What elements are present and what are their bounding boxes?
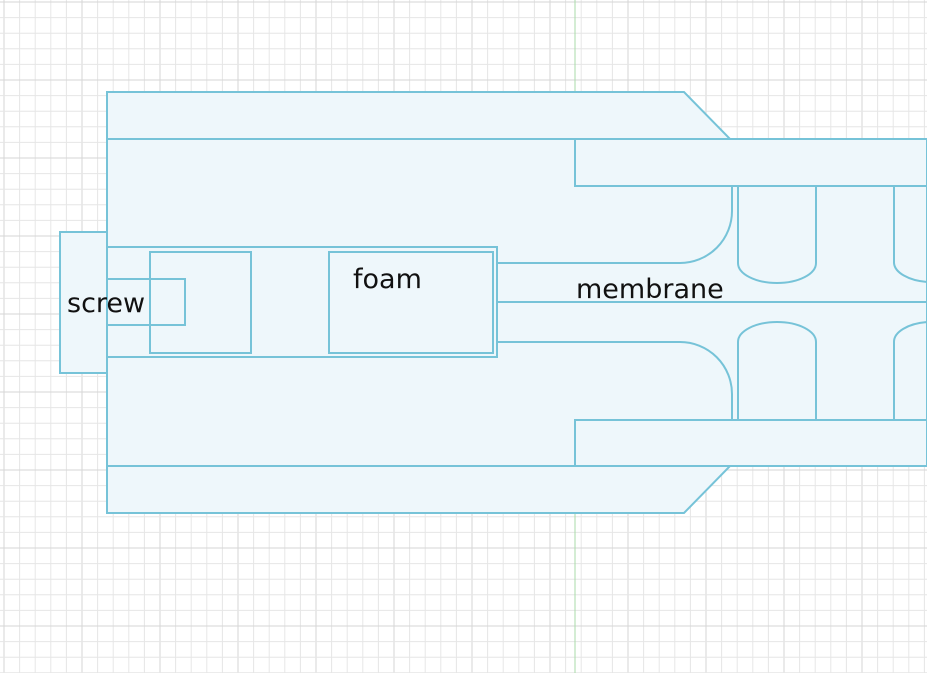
label-foam: foam xyxy=(353,264,422,295)
lower-channel-fillet xyxy=(497,341,733,420)
lower-membrane-lobe-2 xyxy=(892,320,927,421)
label-screw: screw xyxy=(67,288,145,319)
upper-membrane-lobe-2 xyxy=(893,185,927,284)
upper-channel-fillet xyxy=(497,186,733,264)
screw-head xyxy=(59,231,108,374)
upper-membrane-lobe-1 xyxy=(737,185,817,284)
lower-membrane-lobe-1 xyxy=(737,321,817,421)
screw-holder xyxy=(149,251,252,354)
label-membrane: membrane xyxy=(576,274,724,305)
screw-shaft xyxy=(106,278,186,326)
foam-block xyxy=(328,251,494,354)
